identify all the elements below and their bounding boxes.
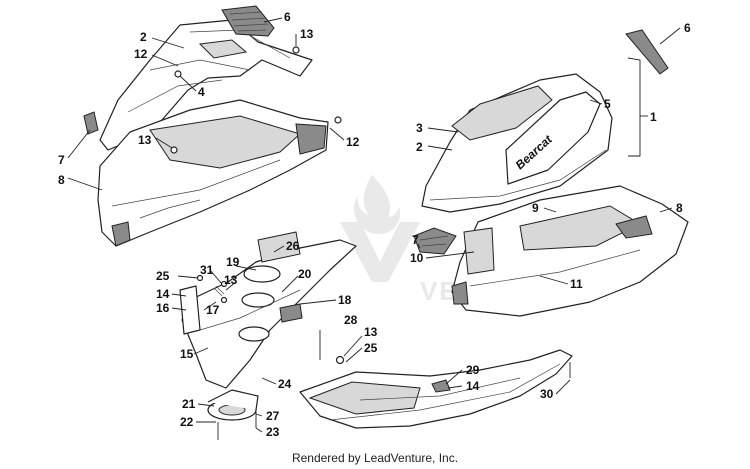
vent-grille-small	[413, 227, 457, 255]
callout-label: 15	[180, 347, 194, 361]
duct-plate	[257, 231, 301, 263]
callout-label: 16	[156, 301, 170, 315]
duct-ring-mid	[241, 292, 275, 308]
callout-label: 29	[466, 363, 480, 377]
callout-label: 8	[676, 201, 683, 215]
callout-label: 12	[346, 135, 360, 149]
callout-label: 6	[284, 10, 291, 24]
hood-upper-panel	[99, 19, 313, 151]
callout-label: 13	[224, 273, 238, 287]
callout-label: 14	[156, 287, 170, 301]
callout-label: 20	[298, 267, 312, 281]
callout-label: 23	[266, 425, 280, 439]
belly-pan-assembly	[299, 349, 573, 429]
callout-label: 9	[532, 201, 539, 215]
callout-label: 22	[180, 415, 194, 429]
duct-ring-low	[238, 326, 270, 342]
callout-label: 7	[58, 153, 65, 167]
callout-label: 4	[198, 85, 205, 99]
callout-label: 5	[604, 97, 611, 111]
callout-labels: 2 12 6 13 4 7 8 13 12 3 2 6 1 5 8 9 7 10…	[58, 10, 691, 439]
callout-label: 14	[466, 379, 480, 393]
decal-panel	[505, 91, 601, 185]
callout-label: 3	[416, 121, 423, 135]
callout-label: 30	[540, 387, 554, 401]
callout-label: 28	[344, 313, 358, 327]
callout-label: 31	[200, 263, 214, 277]
callout-label: 8	[58, 173, 65, 187]
callout-label: 24	[278, 377, 292, 391]
callout-label: 11	[570, 277, 583, 291]
callout-label: 1	[650, 110, 657, 124]
callout-label: 17	[206, 303, 220, 317]
side-panel-assembly-right: Bearcat	[413, 29, 689, 317]
v-logo	[340, 222, 420, 282]
callout-label: 27	[266, 409, 280, 423]
flame-logo	[354, 175, 401, 234]
callout-label: 25	[156, 269, 170, 283]
callout-label: 19	[226, 255, 240, 269]
callout-label: 6	[684, 21, 691, 35]
callout-label: 21	[182, 397, 196, 411]
callout-label: 7	[412, 233, 419, 247]
callout-label: 12	[134, 47, 148, 61]
bracket-left	[179, 285, 201, 335]
leader-lines	[67, 17, 681, 433]
hood-assembly-left	[83, 5, 342, 247]
callout-label: 10	[410, 251, 424, 265]
callout-label: 25	[364, 341, 378, 355]
inner-panel-assembly	[179, 231, 357, 440]
callout-label: 13	[300, 27, 314, 41]
callout-label: 2	[140, 30, 147, 44]
callout-label: 26	[286, 239, 300, 253]
callout-label: 18	[338, 293, 352, 307]
vent-grille-right	[625, 29, 669, 75]
callout-label: 13	[138, 133, 152, 147]
callout-label: 2	[416, 140, 423, 154]
side-mirror	[83, 111, 99, 135]
decal-sheet	[463, 227, 495, 275]
credit-line: Rendered by LeadVenture, Inc.	[291, 451, 459, 465]
callout-label: 13	[364, 325, 378, 339]
duct-ring-upper	[243, 265, 281, 283]
